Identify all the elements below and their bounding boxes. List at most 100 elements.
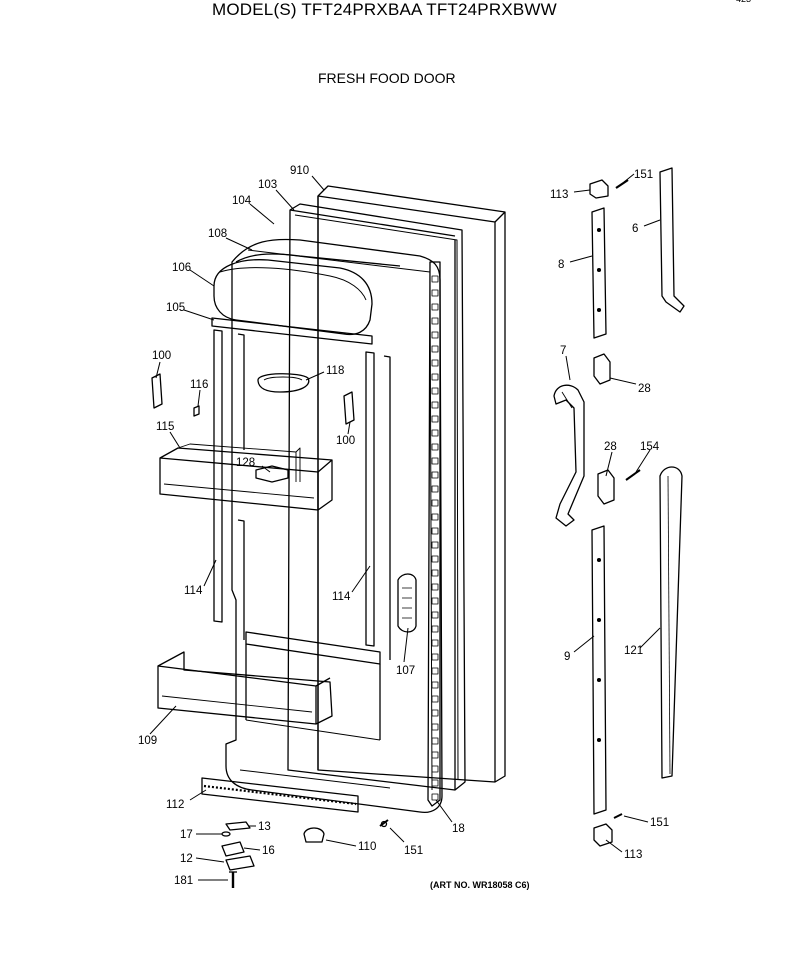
strip-slot xyxy=(431,569,439,577)
strip-slot xyxy=(431,667,439,675)
strip-slot xyxy=(431,527,439,535)
callout-114-left: 114 xyxy=(184,585,203,597)
egg-tray xyxy=(257,373,310,393)
mounting-strip-8 xyxy=(591,207,607,339)
strip-slot xyxy=(431,471,439,479)
hinge-strip-18 xyxy=(427,261,441,807)
callout-104: 104 xyxy=(232,195,252,207)
bracket-28-top xyxy=(593,353,611,385)
handle-trim-121 xyxy=(659,466,683,779)
callout-100-mid: 100 xyxy=(336,435,355,447)
strip-slot xyxy=(431,373,439,381)
callout-109: 109 xyxy=(138,735,157,747)
callout-113-top: 113 xyxy=(550,189,568,201)
strip-slot xyxy=(431,625,439,633)
callout-7: 7 xyxy=(560,345,566,357)
cap-110 xyxy=(303,827,325,843)
strip-slot xyxy=(431,443,439,451)
strip-slot xyxy=(431,583,439,591)
strip-slot xyxy=(431,639,439,647)
callout-112: 112 xyxy=(166,799,184,811)
callout-8: 8 xyxy=(558,259,564,271)
butter-tray xyxy=(255,465,289,483)
screw-154 xyxy=(625,469,641,481)
inner-door-liner xyxy=(225,238,443,814)
strip-slot xyxy=(431,751,439,759)
bottom-rail xyxy=(201,777,359,813)
callout-16: 16 xyxy=(262,845,275,857)
callout-113-bottom: 113 xyxy=(624,849,642,861)
leader-lines xyxy=(149,173,661,881)
strip-slot xyxy=(431,345,439,353)
callout-151-bottom: 151 xyxy=(404,845,423,857)
callout-154: 154 xyxy=(640,441,660,453)
strip-slot xyxy=(431,765,439,773)
door-gasket xyxy=(287,203,466,791)
callout-107: 107 xyxy=(396,665,415,677)
strip-slot xyxy=(431,611,439,619)
strip-slot xyxy=(431,387,439,395)
screw-181 xyxy=(229,871,237,888)
callout-9: 9 xyxy=(564,651,570,663)
callout-100-left: 100 xyxy=(152,350,171,362)
strip-slot xyxy=(431,359,439,367)
upper-door-bin xyxy=(159,443,333,511)
art-number: (ART NO. WR18058 C6) xyxy=(430,880,530,890)
callout-labels: 910 103 104 108 106 105 100 116 118 100 … xyxy=(138,165,669,887)
callout-28-mid: 28 xyxy=(604,441,617,453)
callout-114-right: 114 xyxy=(332,591,351,603)
callout-116: 116 xyxy=(190,379,208,391)
strip-slot xyxy=(431,429,439,437)
end-cap-113-top xyxy=(589,179,609,199)
strip-slot xyxy=(431,723,439,731)
strip-slot xyxy=(431,695,439,703)
callout-106: 106 xyxy=(172,262,191,274)
strip-slot xyxy=(431,499,439,507)
strip-slot xyxy=(431,779,439,787)
screw-151-bottom xyxy=(379,819,389,828)
callout-105: 105 xyxy=(166,302,185,314)
callout-181: 181 xyxy=(174,875,193,887)
callout-108: 108 xyxy=(208,228,227,240)
callout-28-top: 28 xyxy=(638,383,651,395)
shelf-clip-mid xyxy=(343,391,355,425)
strip-slot xyxy=(431,415,439,423)
callout-17: 17 xyxy=(180,829,193,841)
left-ladder-rail xyxy=(213,329,245,640)
diagram-subtitle: FRESH FOOD DOOR xyxy=(318,70,456,86)
hinge-16 xyxy=(221,841,245,857)
callout-115: 115 xyxy=(156,421,174,433)
strip-slot xyxy=(431,737,439,745)
strip-slot xyxy=(431,709,439,717)
strip-slot xyxy=(431,401,439,409)
strip-slot xyxy=(431,289,439,297)
strip-slot xyxy=(431,331,439,339)
callout-13: 13 xyxy=(258,821,271,833)
callout-118: 118 xyxy=(326,365,344,377)
clip-116 xyxy=(193,405,200,417)
callout-110: 110 xyxy=(358,841,376,853)
handle-trim-6 xyxy=(659,167,685,313)
callout-18: 18 xyxy=(452,823,465,835)
strip-slot xyxy=(431,653,439,661)
callout-103: 103 xyxy=(258,179,277,191)
strip-slot xyxy=(431,275,439,283)
outer-door-panel xyxy=(317,185,506,783)
strip-slot xyxy=(431,513,439,521)
diagram-title: MODEL(S) TFT24PRXBAA TFT24PRXBWW xyxy=(212,0,557,19)
shelf-clip-left xyxy=(151,373,163,409)
callout-121: 121 xyxy=(624,645,643,657)
door-handle-7 xyxy=(553,384,585,527)
strip-slot xyxy=(431,555,439,563)
screw-151-top xyxy=(615,179,629,189)
hinge-bracket-13 xyxy=(225,821,251,831)
strip-slot xyxy=(431,303,439,311)
mounting-strip-9 xyxy=(591,525,607,815)
strip-slot xyxy=(431,597,439,605)
callout-151-top: 151 xyxy=(634,169,653,181)
strip-slot xyxy=(431,317,439,325)
hinge-12 xyxy=(225,855,255,871)
bottle-retainer xyxy=(397,573,417,633)
screw-151-right xyxy=(613,813,623,819)
